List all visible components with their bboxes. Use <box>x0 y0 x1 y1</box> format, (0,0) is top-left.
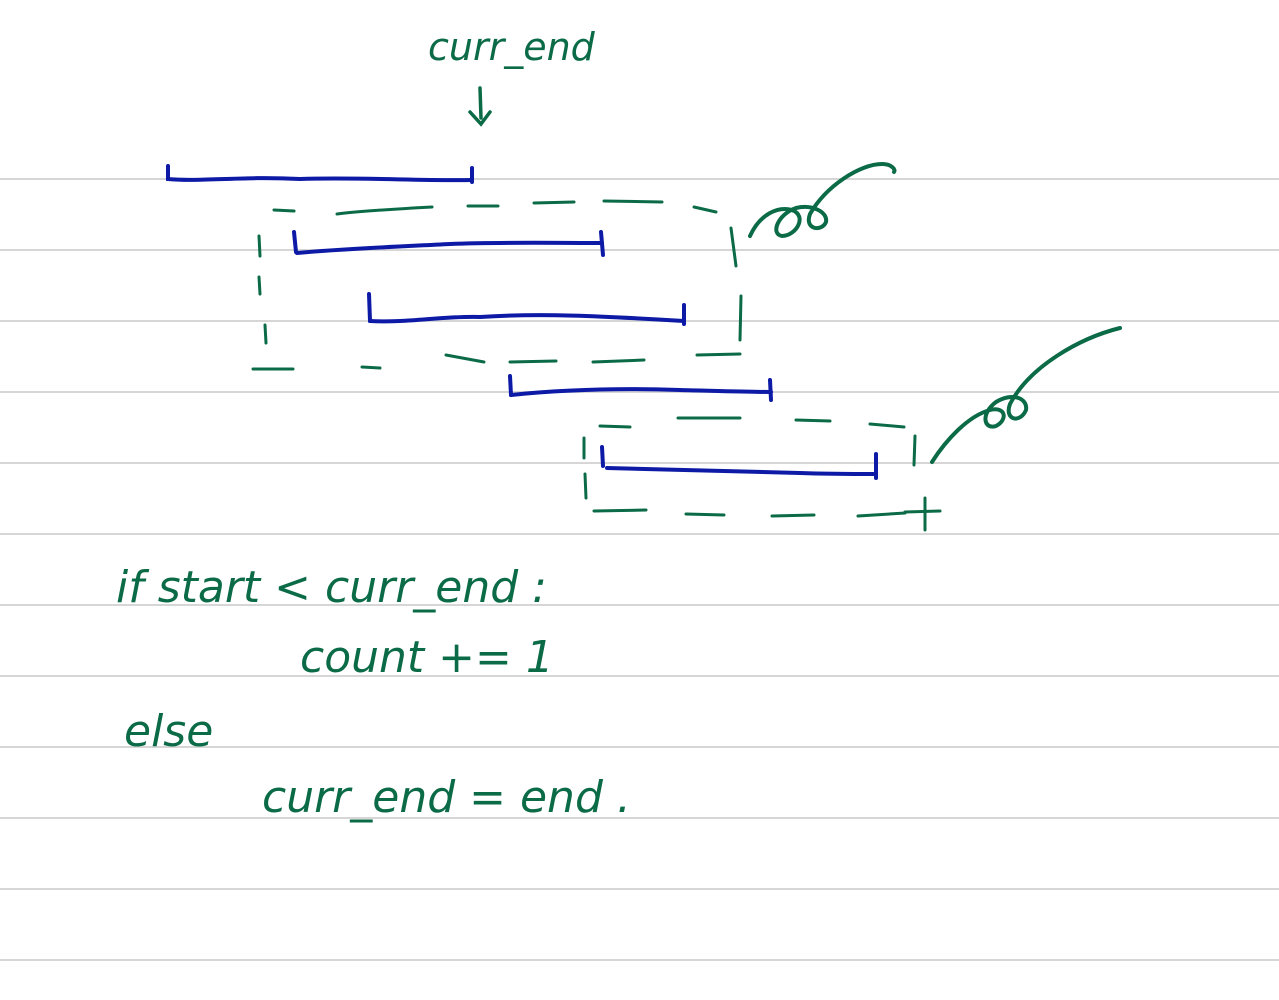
curr-end-pointer-label: curr_end <box>428 25 596 69</box>
cross-out-squiggle-icon <box>930 326 1122 464</box>
interval-4 <box>508 374 773 402</box>
interval-3 <box>367 292 686 326</box>
interval-1 <box>166 164 474 184</box>
code-line-count: count += 1 <box>300 632 554 683</box>
overlap-group-1 <box>251 199 743 371</box>
interval-5 <box>600 445 878 480</box>
notebook-rules <box>0 178 1279 961</box>
code-line-assign: curr_end = end . <box>262 772 631 823</box>
interval-2 <box>292 230 605 257</box>
pointer-arrow-icon <box>468 86 492 127</box>
overlap-group-2 <box>582 416 942 532</box>
code-line-if: if start < curr_end : <box>116 562 547 613</box>
cross-out-squiggle-icon <box>748 161 897 239</box>
code-line-else: else <box>124 706 213 757</box>
